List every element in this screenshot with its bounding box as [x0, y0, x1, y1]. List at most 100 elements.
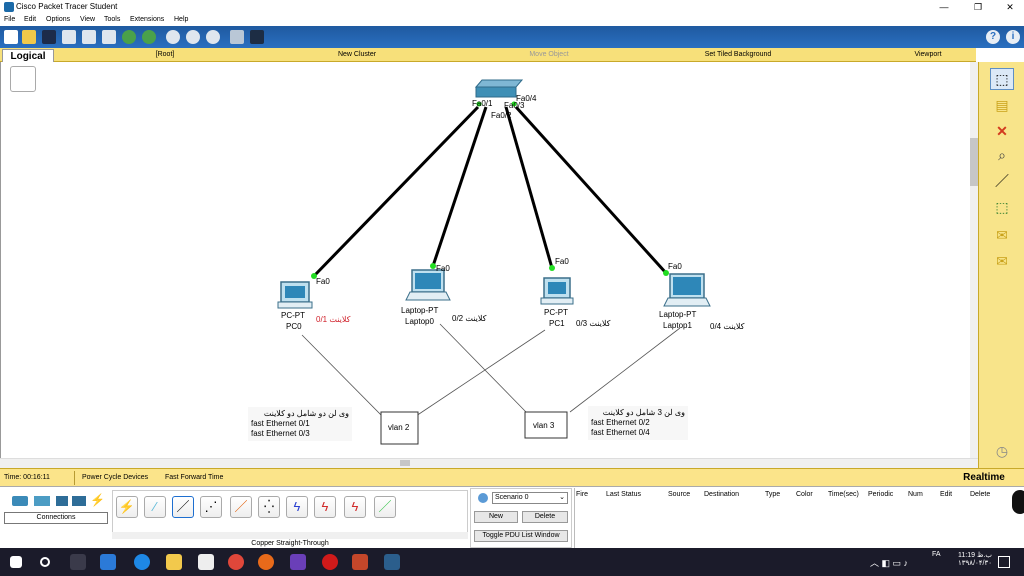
opera-icon[interactable] [322, 554, 338, 570]
vlan2-line-pc1 [415, 329, 546, 417]
select-tool-icon[interactable]: ⬚ [990, 68, 1014, 90]
inspect-tool-icon[interactable]: ⌕ [998, 146, 1006, 163]
scenario-dropdown[interactable]: Scenario 0⌄ [492, 492, 568, 504]
vlan3-label[interactable]: vlan 3 [533, 421, 555, 430]
laptop1-name-label[interactable]: Laptop1 [663, 321, 692, 330]
horizontal-scrollbar[interactable] [0, 458, 978, 468]
vlan2-note[interactable]: وی لن دو شامل دو کلاینت fast Ethernet 0/… [248, 407, 352, 441]
new-cluster-button[interactable]: New Cluster [337, 51, 377, 58]
cable-strip-scrollbar[interactable] [112, 532, 468, 539]
close-button[interactable]: ✕ [1006, 2, 1014, 12]
realtime-clock-icon[interactable]: ◷ [995, 442, 1009, 459]
set-tiled-background-button[interactable]: Set Tiled Background [704, 51, 772, 58]
zoom-reset-icon[interactable] [186, 30, 200, 44]
task-view-icon[interactable] [70, 554, 86, 570]
switches-icon[interactable] [34, 496, 50, 506]
power-cycle-button[interactable]: Power Cycle Devices [82, 474, 149, 481]
restore-button[interactable]: ❐ [973, 2, 983, 12]
app-p-icon[interactable] [352, 554, 368, 570]
visual-studio-icon[interactable] [290, 554, 306, 570]
add-complex-pdu-icon[interactable]: ✉ [996, 252, 1008, 269]
routers-icon[interactable] [12, 496, 28, 506]
laptop0-name-label[interactable]: Laptop0 [405, 317, 434, 326]
serial-dce-cable-icon[interactable]: ϟ [314, 496, 336, 518]
add-simple-pdu-icon[interactable]: ✉ [996, 226, 1008, 243]
file-explorer-icon[interactable] [166, 554, 182, 570]
menu-options[interactable]: Options [46, 16, 71, 23]
minimize-button[interactable]: — [939, 2, 949, 12]
pc1-name-label[interactable]: PC1 [549, 319, 565, 328]
store-icon[interactable] [100, 554, 116, 570]
straight-through-cable-icon[interactable]: ／ [172, 496, 194, 518]
vertical-scroll-thumb[interactable] [970, 138, 978, 186]
new-scenario-button[interactable]: New [474, 511, 518, 523]
undo-icon[interactable] [122, 30, 136, 44]
menu-file[interactable]: File [4, 16, 16, 23]
delete-scenario-button[interactable]: Delete [522, 511, 568, 523]
connections-icon[interactable]: ⚡ [90, 493, 105, 507]
tray-icons[interactable]: ︿ ◧ ▭ ♪ [870, 558, 909, 568]
notification-icon[interactable] [998, 556, 1010, 568]
menu-edit[interactable]: Edit [24, 16, 37, 23]
zoom-out-icon[interactable] [206, 30, 220, 44]
zoom-in-icon[interactable] [166, 30, 180, 44]
note-tool-icon[interactable]: ▤ [995, 96, 1009, 113]
save-icon[interactable] [42, 30, 56, 44]
menu-extensions[interactable]: Extensions [130, 16, 165, 23]
pdu-col-edit: Edit [940, 491, 953, 498]
chrome-icon[interactable] [228, 554, 244, 570]
menu-view[interactable]: View [80, 16, 96, 23]
info-icon[interactable]: i [1006, 30, 1020, 44]
device-categories: ⚡ [4, 490, 108, 514]
octal-cable-icon[interactable]: ／ [374, 496, 396, 518]
activity-wizard-icon[interactable] [82, 30, 96, 44]
custom-device-icon[interactable] [250, 30, 264, 44]
print-icon[interactable] [62, 30, 76, 44]
clock-date: ۱۳۹۸/۰۴/۳۰ [958, 560, 992, 567]
auto-cable-icon[interactable]: ⚡ [116, 496, 138, 518]
serial-dte-cable-icon[interactable]: ϟ [344, 496, 366, 518]
logical-workspace[interactable] [0, 62, 970, 458]
new-file-icon[interactable] [4, 30, 18, 44]
copy-icon[interactable] [102, 30, 116, 44]
palette-icon[interactable] [230, 30, 244, 44]
edge-icon[interactable] [134, 554, 150, 570]
console-cable-icon[interactable]: ⁄ [144, 496, 166, 518]
resize-tool-icon[interactable]: ⬚ [995, 198, 1009, 215]
logical-tab[interactable]: Logical [2, 49, 54, 63]
realtime-mode-tab[interactable]: Realtime [963, 472, 1005, 483]
language-indicator[interactable]: FA [932, 551, 941, 558]
delete-tool-icon[interactable]: ✕ [996, 122, 1008, 139]
taskbar-clock[interactable]: 11:19 ب.ظ ۱۳۹۸/۰۴/۳۰ [952, 551, 992, 567]
coaxial-cable-icon[interactable]: ϟ [286, 496, 308, 518]
redo-icon[interactable] [142, 30, 156, 44]
phone-cable-icon[interactable]: ⁛ [258, 496, 280, 518]
help-icon[interactable]: ? [986, 30, 1000, 44]
fast-forward-button[interactable]: Fast Forward Time [165, 474, 224, 481]
fiber-cable-icon[interactable]: ／ [230, 496, 252, 518]
mail-icon[interactable] [198, 554, 214, 570]
side-expand-icon[interactable] [1012, 490, 1024, 514]
open-folder-icon[interactable] [22, 30, 36, 44]
windows-start-icon[interactable] [10, 556, 22, 568]
pc0-name-label[interactable]: PC0 [286, 322, 302, 331]
wireless-icon[interactable] [72, 496, 86, 506]
info-bulb-icon[interactable] [478, 493, 488, 503]
vlan3-note[interactable]: وی لن 3 شامل دو کلاینت fast Ethernet 0/2… [588, 406, 688, 440]
logical-view-icon[interactable] [10, 66, 36, 92]
crossover-cable-icon[interactable]: ⋰ [200, 496, 222, 518]
search-icon[interactable] [40, 557, 50, 567]
root-nav[interactable]: [Root] [155, 51, 175, 58]
viewport-button[interactable]: Viewport [914, 51, 942, 58]
firefox-icon[interactable] [258, 554, 274, 570]
vertical-scrollbar[interactable] [970, 62, 978, 458]
menu-help[interactable]: Help [174, 16, 189, 23]
hubs-icon[interactable] [56, 496, 68, 506]
vlan2-label[interactable]: vlan 2 [388, 423, 410, 432]
main-toolbar: ? i [0, 26, 1024, 48]
packet-tracer-taskbar-icon[interactable] [384, 554, 400, 570]
horizontal-scroll-thumb[interactable] [400, 460, 410, 466]
menu-tools[interactable]: Tools [104, 16, 121, 23]
draw-line-tool-icon[interactable]: ／ [995, 173, 1009, 189]
toggle-pdu-list-button[interactable]: Toggle PDU List Window [474, 530, 568, 542]
